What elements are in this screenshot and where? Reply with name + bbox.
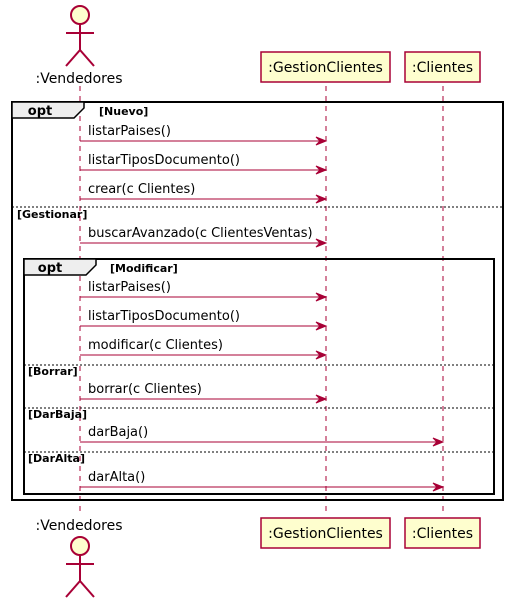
message-arrowhead bbox=[315, 136, 328, 146]
actor-label-bottom: :Vendedores bbox=[35, 518, 122, 534]
actor-head bbox=[70, 5, 90, 25]
outer-guard-gestionar: [Gestionar] bbox=[17, 208, 87, 221]
actor-vendedores-top bbox=[65, 5, 95, 67]
participant-label-gestion-top: :GestionClientes bbox=[268, 60, 383, 76]
message-arrowhead bbox=[315, 194, 328, 204]
message-arrowhead bbox=[432, 437, 445, 447]
participant-label-gestion-bottom: :GestionClientes bbox=[268, 526, 383, 542]
actor-head bbox=[70, 536, 90, 556]
participant-label-clientes-bottom: :Clientes bbox=[412, 526, 473, 542]
message-label: darAlta() bbox=[88, 470, 145, 485]
messages-group: listarPaises() listarTiposDocumento() crea… bbox=[80, 124, 445, 492]
participant-box-clientes-top bbox=[404, 51, 481, 83]
outer-opt-operator: opt bbox=[28, 104, 52, 119]
message-label: borrar(c Clientes) bbox=[88, 382, 202, 397]
outer-opt-frame bbox=[11, 101, 504, 501]
participant-box-gestion-bottom bbox=[260, 517, 391, 549]
message-arrowhead bbox=[432, 482, 445, 492]
outer-opt-tab bbox=[11, 101, 85, 119]
message-label: listarTiposDocumento() bbox=[88, 153, 240, 168]
outer-guard-nuevo: [Nuevo] bbox=[99, 105, 148, 118]
participant-box-clientes-bottom bbox=[404, 517, 481, 549]
message-label: crear(c Clientes) bbox=[88, 182, 195, 197]
message-arrowhead bbox=[315, 350, 328, 360]
message-arrowhead bbox=[315, 165, 328, 175]
inner-guard-modificar: [Modificar] bbox=[110, 262, 178, 275]
message-arrowhead bbox=[315, 238, 328, 248]
inner-opt-operator: opt bbox=[38, 261, 62, 276]
inner-guard-darbaja: [DarBaja] bbox=[28, 408, 87, 421]
message-label: listarTiposDocumento() bbox=[88, 309, 240, 324]
message-arrowhead bbox=[315, 292, 328, 302]
participant-box-gestion-top bbox=[260, 51, 391, 83]
message-label: listarPaises() bbox=[88, 280, 171, 295]
message-arrowhead bbox=[315, 321, 328, 331]
inner-opt-tab bbox=[23, 258, 97, 276]
participant-label-clientes-top: :Clientes bbox=[412, 60, 473, 76]
actor-vendedores-bottom bbox=[65, 536, 95, 598]
message-label: listarPaises() bbox=[88, 124, 171, 139]
message-arrowhead bbox=[315, 394, 328, 404]
inner-guard-borrar: [Borrar] bbox=[28, 365, 78, 378]
message-label: modificar(c Clientes) bbox=[88, 338, 223, 353]
actor-label-top: :Vendedores bbox=[35, 71, 122, 87]
inner-opt-frame bbox=[23, 258, 495, 495]
inner-guard-daralta: [DarAlta] bbox=[28, 452, 85, 465]
message-label: buscarAvanzado(c ClientesVentas) bbox=[88, 226, 313, 241]
message-label: darBaja() bbox=[88, 425, 148, 440]
